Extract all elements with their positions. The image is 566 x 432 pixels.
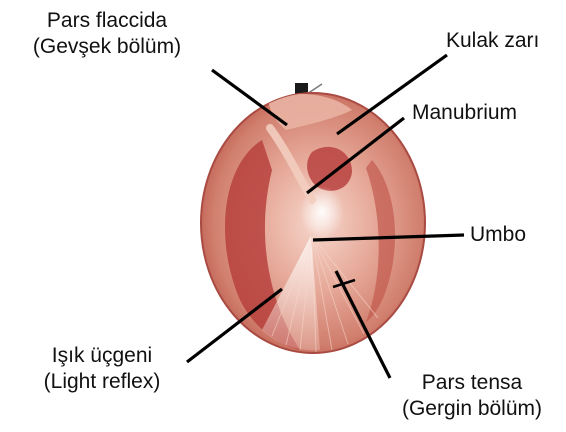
label-manubrium-name: Manubrium xyxy=(412,100,517,126)
label-pars-tensa-translation: (Gergin bölüm) xyxy=(382,396,562,422)
label-kulak-zari-name: Kulak zarı xyxy=(446,28,539,54)
label-umbo-name: Umbo xyxy=(470,222,526,248)
label-pars-tensa-name: Pars tensa xyxy=(382,370,562,396)
label-pars-tensa: Pars tensa (Gergin bölüm) xyxy=(382,370,562,422)
label-manubrium: Manubrium xyxy=(412,100,517,126)
label-pars-flaccida-translation: (Gevşek bölüm) xyxy=(2,34,212,60)
label-umbo: Umbo xyxy=(470,222,526,248)
label-light-reflex-translation: (Light reflex) xyxy=(18,369,186,395)
label-pars-flaccida-name: Pars flaccida xyxy=(2,8,212,34)
label-light-reflex-name: Işık üçgeni xyxy=(18,343,186,369)
label-pars-flaccida: Pars flaccida (Gevşek bölüm) xyxy=(2,8,212,60)
label-kulak-zari: Kulak zarı xyxy=(446,28,539,54)
label-light-reflex: Işık üçgeni (Light reflex) xyxy=(18,343,186,395)
